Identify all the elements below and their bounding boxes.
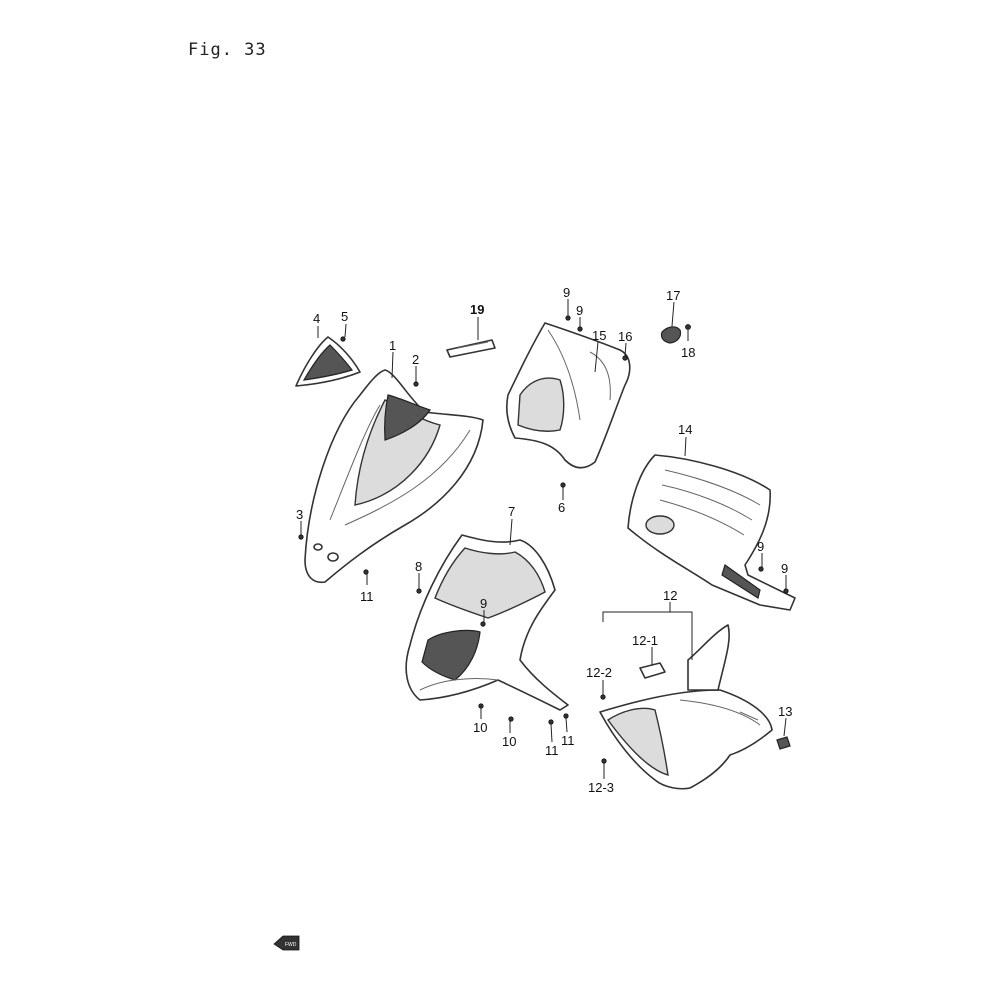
part-19-emblem xyxy=(446,339,496,358)
fasteners xyxy=(298,315,789,764)
figure-title: Fig. 33 xyxy=(188,40,267,60)
callout-10-a: 10 xyxy=(473,720,487,735)
part-12-1-clip xyxy=(639,662,666,679)
callout-9-box-b: 9 xyxy=(781,561,788,576)
part-4-visor xyxy=(295,336,361,387)
callout-12: 12 xyxy=(663,588,677,603)
forward-label: FWD xyxy=(285,942,297,948)
callout-9-upper-a: 9 xyxy=(563,285,570,300)
part-13-bolt xyxy=(776,736,791,750)
forward-arrow-icon: FWD xyxy=(273,935,300,951)
callout-4: 4 xyxy=(313,311,320,326)
part-14-inner-box xyxy=(627,454,796,611)
callout-11-a: 11 xyxy=(360,589,374,604)
callout-10-b: 10 xyxy=(502,734,516,749)
callout-12-1: 12-1 xyxy=(632,633,658,648)
callout-9-upper-b: 9 xyxy=(576,303,583,318)
part-12-lower-panel xyxy=(599,624,773,790)
callout-13: 13 xyxy=(778,704,792,719)
callout-18: 18 xyxy=(681,345,695,360)
callout-9-box-a: 9 xyxy=(757,539,764,554)
callout-17: 17 xyxy=(666,288,680,303)
callout-1: 1 xyxy=(389,338,396,353)
part-17-bracket xyxy=(660,324,691,344)
callout-16: 16 xyxy=(618,329,632,344)
callout-7: 7 xyxy=(508,504,515,519)
callout-6: 6 xyxy=(558,500,565,515)
callout-12-2: 12-2 xyxy=(586,665,612,680)
part-7-leg-shield xyxy=(405,534,569,711)
leader-lines xyxy=(300,299,787,779)
callout-11-b: 11 xyxy=(545,743,559,758)
callout-19: 19 xyxy=(470,302,484,317)
callout-3: 3 xyxy=(296,507,303,522)
callout-9-leg-shield: 9 xyxy=(480,596,487,611)
callout-8: 8 xyxy=(415,559,422,574)
callout-labels: 1 2 3 4 5 6 7 8 9 9 9 9 9 10 10 11 11 11… xyxy=(296,285,792,795)
part-15-inner-panel xyxy=(506,322,631,469)
callout-2: 2 xyxy=(412,352,419,367)
callout-5: 5 xyxy=(341,309,348,324)
part-1-front-shield xyxy=(304,369,484,584)
callout-11-c: 11 xyxy=(561,733,575,748)
callout-12-3: 12-3 xyxy=(588,780,614,795)
callout-14: 14 xyxy=(678,422,692,437)
callout-15: 15 xyxy=(592,328,606,343)
